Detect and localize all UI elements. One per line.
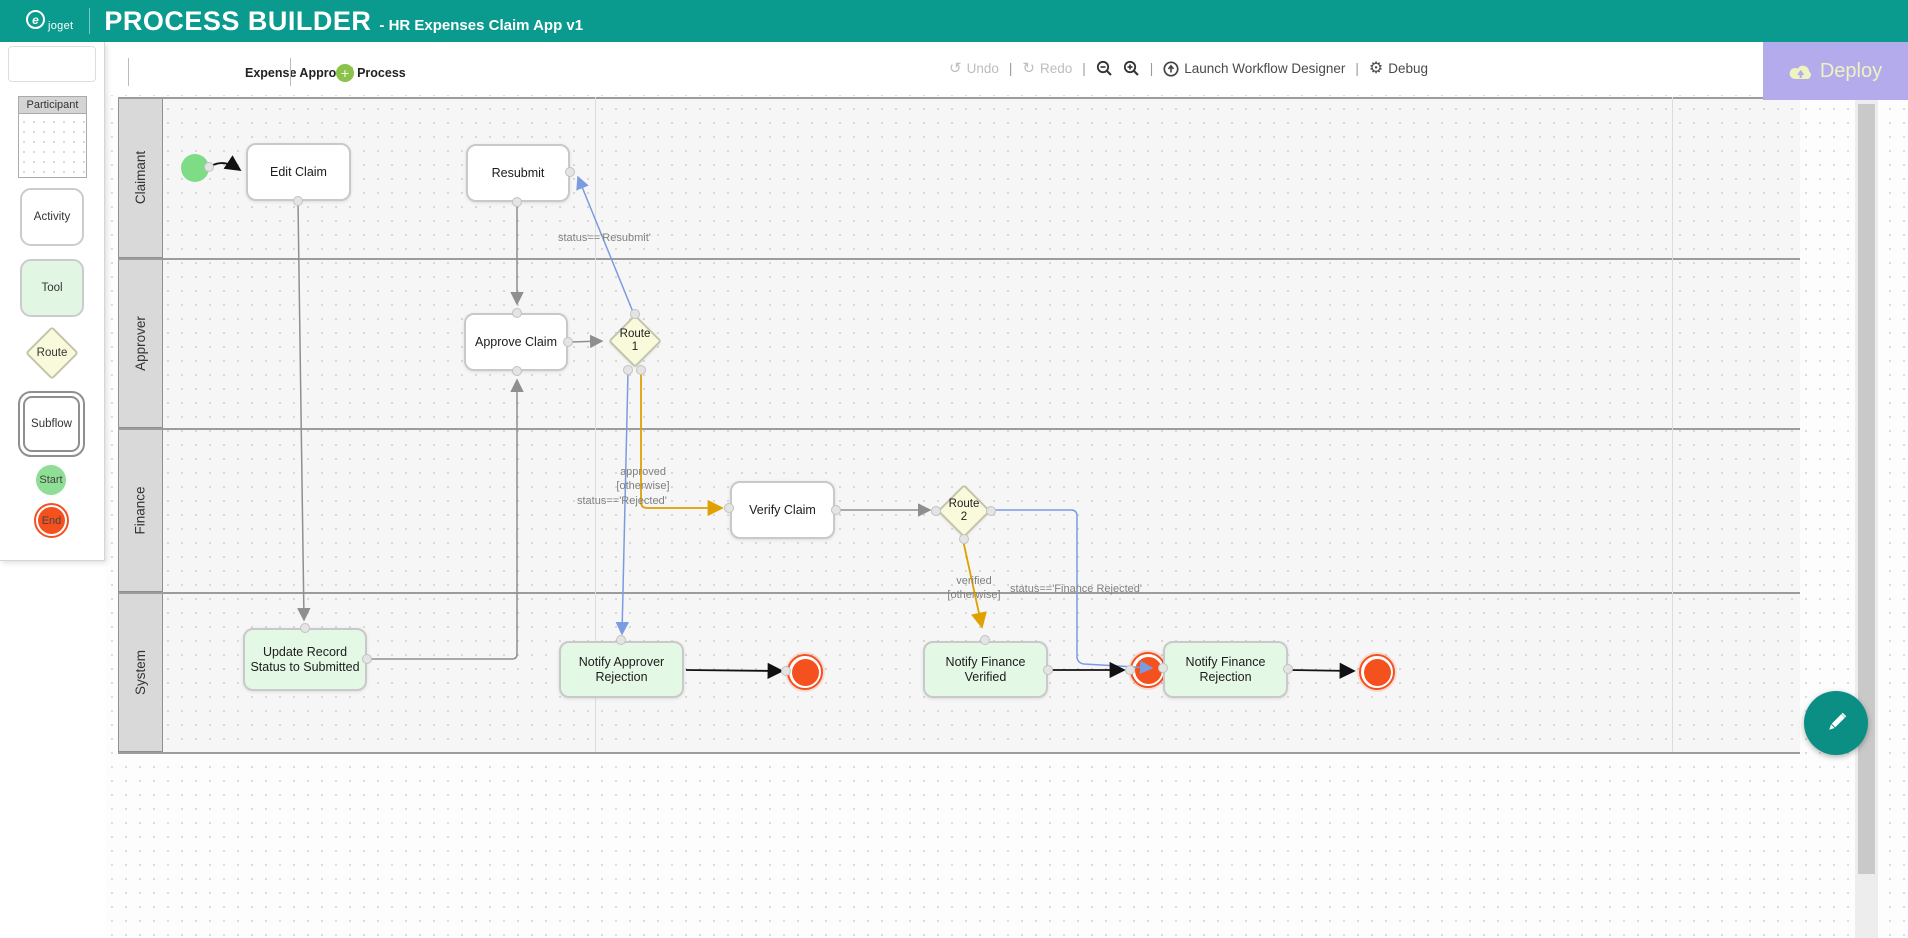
route-1-label: Route 1 (619, 328, 651, 353)
route-2-label: Route 2 (948, 498, 980, 523)
node-end-event-1[interactable] (787, 654, 823, 690)
redo-button[interactable]: ↻Redo (1022, 60, 1073, 77)
zoom-in-icon (1123, 60, 1139, 76)
activity-label: Activity (33, 211, 71, 223)
page-guide-line (1672, 97, 1673, 752)
app-header: e joget PROCESS BUILDER - HR Expenses Cl… (0, 0, 1908, 42)
lane-divider (118, 592, 1800, 594)
undo-icon: ↺ (949, 60, 962, 77)
palette-item-subflow[interactable]: Subflow (18, 391, 85, 457)
joget-logo: e joget (26, 10, 73, 32)
lane-divider (118, 428, 1800, 430)
lane-header-finance[interactable]: Finance (118, 428, 163, 592)
app-subtitle: - HR Expenses Claim App v1 (379, 16, 584, 34)
end-event-core (791, 658, 819, 686)
node-notify-finance-verified[interactable]: Notify Finance Verified (923, 641, 1048, 698)
node-end-event-2[interactable] (1130, 652, 1166, 688)
node-start-event[interactable] (181, 154, 209, 182)
end-label: End (41, 514, 62, 527)
toolbar-divider: | (1008, 61, 1013, 76)
deploy-button[interactable]: Deploy (1763, 42, 1908, 100)
palette-item-end[interactable]: End (34, 503, 69, 538)
palette-preview-box (8, 46, 96, 82)
node-route-2[interactable]: Route 2 (937, 484, 991, 538)
scrollbar-thumb[interactable] (1858, 104, 1875, 874)
tab-separator (290, 58, 291, 86)
node-end-event-3[interactable] (1359, 654, 1395, 690)
node-edit-claim[interactable]: Edit Claim (246, 143, 351, 201)
edge-label-status-rejected: status=='Rejected' (577, 495, 667, 507)
zoom-out-icon (1096, 60, 1112, 76)
lane-header-claimant[interactable]: Claimant (118, 97, 163, 258)
process-canvas[interactable]: Claimant Approver Finance System (105, 88, 1908, 938)
edge-label-status-finance-rejected: status=='Finance Rejected' (1010, 583, 1142, 595)
cloud-upload-icon (1789, 65, 1811, 79)
toolbar-divider: | (1355, 61, 1359, 76)
toolbar-divider: | (1082, 61, 1086, 76)
node-route-1[interactable]: Route 1 (608, 314, 662, 368)
app-title: PROCESS BUILDER (104, 5, 372, 36)
debug-button[interactable]: ⚙Debug (1368, 59, 1428, 77)
subflow-label: Subflow (31, 418, 72, 430)
participant-label: Participant (19, 97, 86, 114)
lane-system-label: System (133, 649, 149, 695)
node-verify-claim[interactable]: Verify Claim (730, 481, 835, 539)
lane-claimant-label: Claimant (133, 150, 148, 205)
end-event-core (1134, 656, 1162, 684)
page-guide-line (595, 97, 596, 752)
lane-finance-label: Finance (133, 485, 148, 535)
add-process-button[interactable]: + (336, 64, 354, 82)
start-label: Start (39, 474, 63, 486)
edge-label-status-resubmit: status=='Resubmit' (558, 232, 651, 244)
edge-label-verified-otherwise: verified [otherwise] (947, 575, 1001, 601)
canvas-toolbar: ↺Undo | ↻Redo | | Launch Workflow Design… (949, 42, 1428, 95)
launch-workflow-designer-button[interactable]: Launch Workflow Designer (1163, 60, 1345, 77)
shape-palette: Participant Activity Tool Route Subflow … (0, 42, 105, 561)
node-notify-approver-rejection[interactable]: Notify Approver Rejection (559, 641, 684, 698)
palette-item-start[interactable]: Start (36, 465, 66, 495)
tab-separator (128, 58, 129, 86)
node-update-record-status[interactable]: Update Record Status to Submitted (243, 628, 367, 691)
lane-header-system[interactable]: System (118, 592, 163, 752)
redo-icon: ↻ (1022, 60, 1035, 77)
pool-top-border (118, 97, 1800, 99)
joget-logo-text: joget (48, 20, 74, 32)
end-label-core: End (38, 507, 65, 534)
gear-icon: ⚙ (1368, 59, 1384, 77)
undo-button[interactable]: ↺Undo (949, 60, 999, 77)
node-notify-finance-rejection[interactable]: Notify Finance Rejection (1163, 641, 1288, 698)
palette-item-tool[interactable]: Tool (20, 259, 84, 317)
plus-icon: + (340, 65, 350, 81)
tab-expense-approval-process[interactable]: Expense Approval Process (245, 66, 406, 80)
toolbar-divider: | (1149, 61, 1154, 76)
joget-logo-icon: e (26, 10, 45, 29)
toolbar-strip: Expense Approval Process + ↺Undo | ↻Redo… (105, 42, 1908, 100)
node-resubmit[interactable]: Resubmit (466, 144, 570, 202)
launch-icon (1163, 60, 1179, 77)
zoom-out-button[interactable] (1096, 60, 1113, 77)
pool-bottom-border (118, 752, 1800, 754)
lane-header-approver[interactable]: Approver (118, 258, 163, 428)
lane-divider (118, 258, 1800, 260)
zoom-in-button[interactable] (1123, 60, 1140, 77)
edge-label-approved-otherwise: approved [otherwise] (616, 466, 670, 492)
header-divider (89, 8, 91, 34)
tool-label: Tool (41, 282, 63, 294)
pencil-icon (1829, 712, 1847, 730)
end-event-core (1363, 658, 1391, 686)
edit-fab-button[interactable] (1804, 691, 1868, 755)
palette-item-route[interactable]: Route (24, 325, 80, 381)
vertical-scrollbar[interactable] (1855, 100, 1878, 938)
lane-approver-label: Approver (133, 315, 148, 371)
node-approve-claim[interactable]: Approve Claim (464, 313, 568, 371)
route-label: Route (36, 347, 68, 359)
palette-item-participant[interactable]: Participant (18, 96, 87, 178)
palette-item-activity[interactable]: Activity (20, 188, 84, 246)
